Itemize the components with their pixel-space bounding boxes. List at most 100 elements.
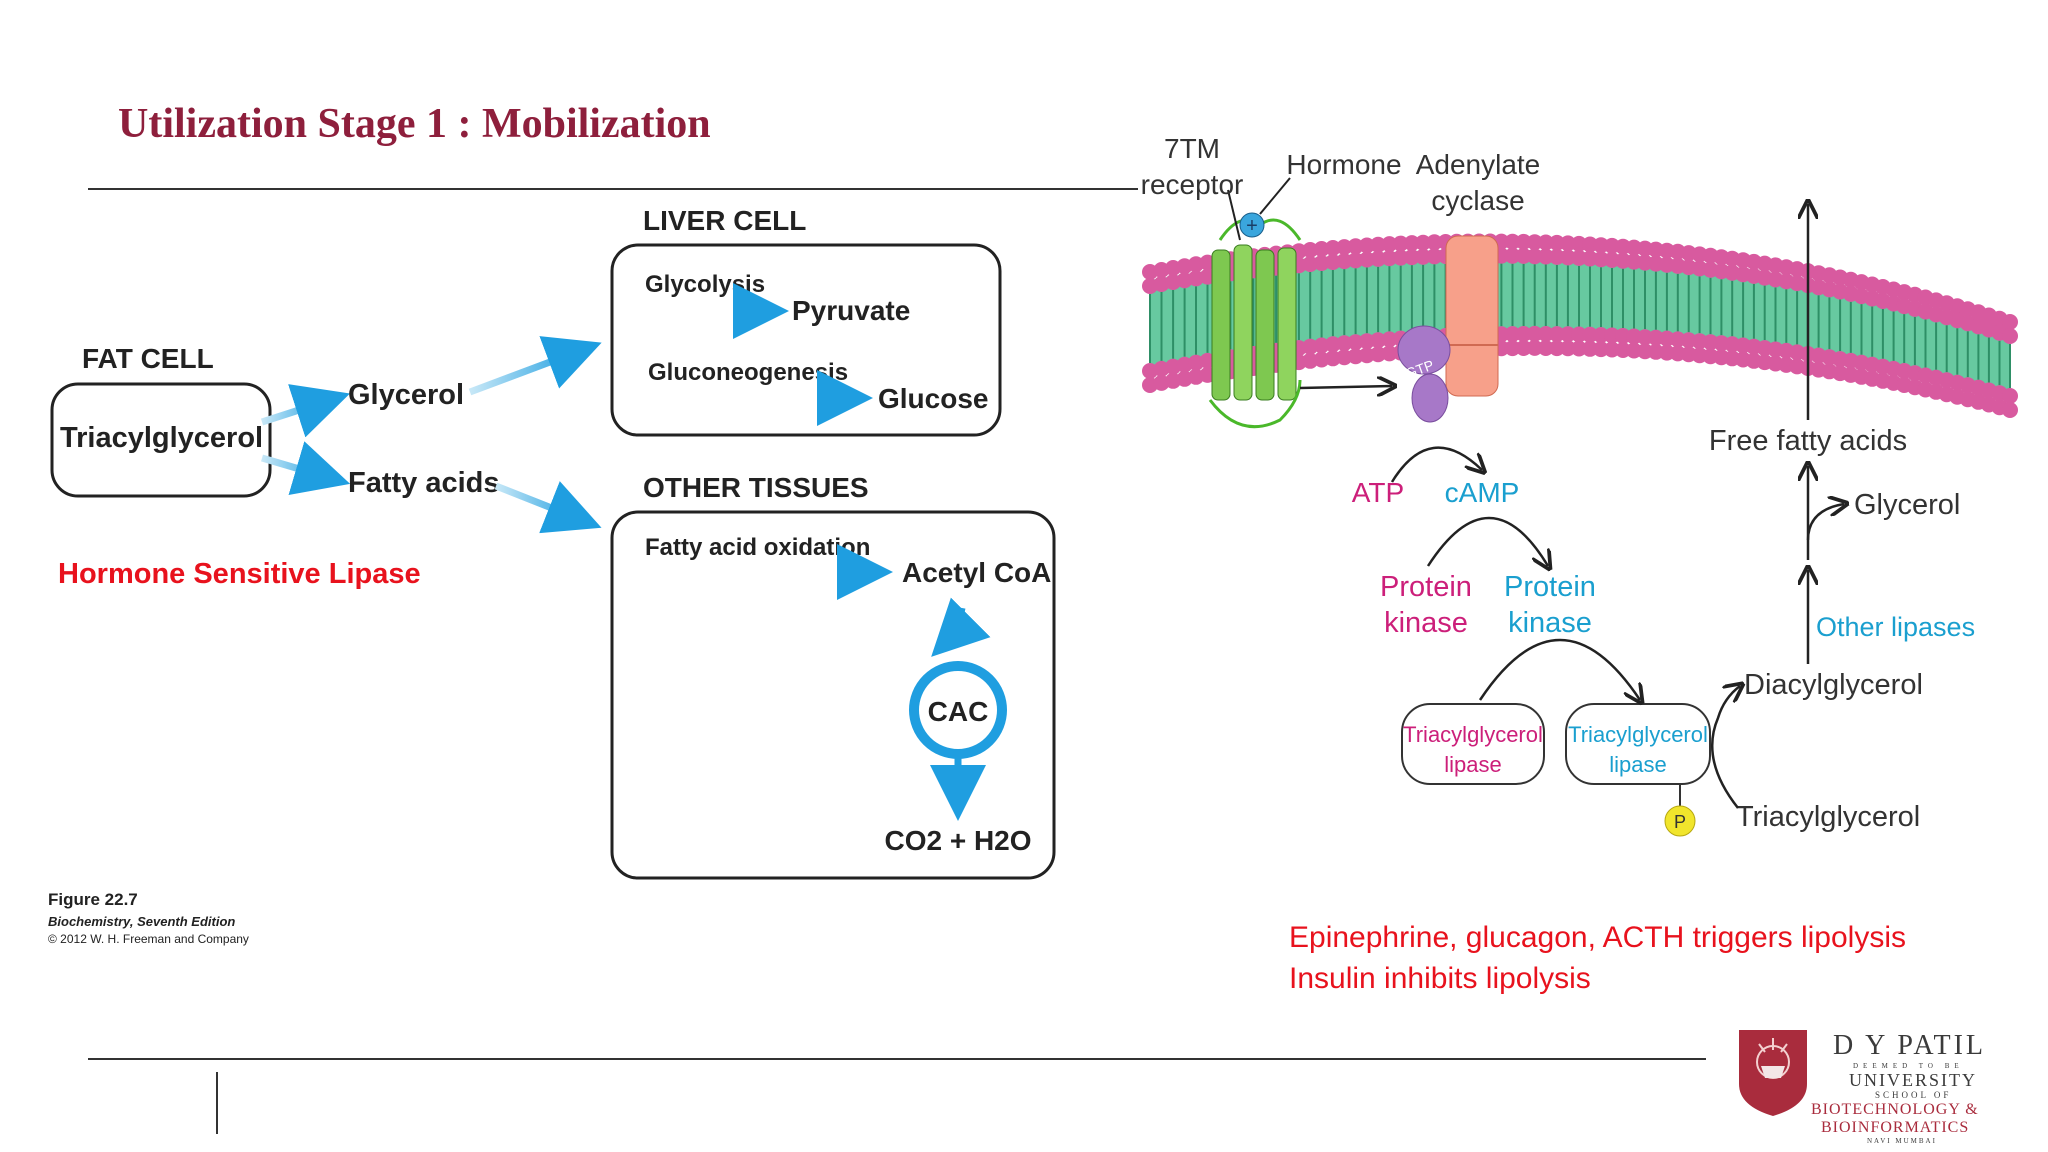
lipid-head [1515,326,1532,342]
lipid-head [1324,254,1341,270]
cyclase-label-1: Adenylate [1416,149,1541,180]
lipid-head [1403,249,1420,266]
lipase-activation-arrow [1478,638,1640,700]
hormone-leader [1259,177,1291,215]
fat-mobilization-diagram: FAT CELL Triacylglycerol Glycerol Fatty … [50,205,1056,880]
tag-to-dag-arrow [1711,686,1740,809]
lipid-head [1381,236,1398,253]
fat-cell-box [50,382,272,498]
glycerol-label: Glycerol [1854,489,1960,521]
top-divider [88,188,1138,190]
seven-tm-receptor [1208,218,1302,429]
other-tissues-heading: OTHER TISSUES [643,472,869,503]
lipid-head [2002,388,2018,404]
lipid-head [1515,233,1532,250]
lipid-head [1559,340,1576,357]
acetyl-coa-to-cac-arrow [931,597,991,657]
logo-deemed: DEEMED TO BE [1853,1062,1964,1070]
lipid-head [1426,234,1443,251]
logo-university: UNIVERSITY [1849,1070,1977,1090]
atp-label: ATP [1352,477,1404,508]
lipid-head [1548,340,1565,357]
logo-dept-2: BIOINFORMATICS [1821,1119,1970,1136]
pk-activation-arrow [1426,516,1548,566]
glycerol-branch-arrow [1806,504,1844,541]
footer-tick [216,1072,218,1134]
phosphate-icon [1664,805,1696,837]
lipid-head [1526,325,1543,342]
cyclase-label-2: cyclase [1431,185,1524,216]
figure-caption: Figure 22.7 Biochemistry, Seventh Editio… [48,890,249,946]
hormone-plus-sign: + [1246,215,1258,237]
regulation-notes: Epinephrine, glucagon, ACTH triggers lip… [1289,917,1906,999]
lipid-head [1426,248,1443,265]
logo-city: NAVI MUMBAI [1867,1137,1937,1145]
arrow-to-fatty-acids [261,441,351,495]
arrow-glycerol-to-liver [468,336,602,396]
triacylglycerol-substrate: Triacylglycerol [1736,801,1920,833]
lipid-head [1504,233,1521,250]
receptor-leader [1227,189,1241,241]
logo-dept-1: BIOTECHNOLOGY & [1811,1101,1979,1118]
arrow-fatty-acids-to-tissues [494,481,602,534]
figure-number: Figure 22.7 [48,890,138,909]
lipid-head [1370,236,1387,253]
lipid-head [1526,339,1543,356]
g-protein-bottom [1411,373,1449,423]
lipolysis-signaling-diagram: + GTP 7TM receptor Hormone Adenylate cyc… [1141,133,2018,837]
atp-camp-arrow [1390,446,1482,483]
camp-label: cAMP [1445,477,1520,508]
diacylglycerol-label: Diacylglycerol [1744,669,1923,701]
lipid-head [1559,326,1576,343]
lipid-head [1504,326,1521,343]
lipid-head [1403,235,1420,252]
trigger-note: Epinephrine, glucagon, ACTH triggers lip… [1289,921,1906,954]
pk-inactive-2: kinase [1384,607,1468,639]
university-crest-icon [1739,1030,1807,1116]
lipid-head [1381,250,1398,267]
logo-school-of: SCHOOL OF [1875,1090,1952,1100]
lipase-inactive-1: Triacylglycerol [1403,722,1543,747]
lipid-head [1415,234,1432,251]
lipid-head [1537,326,1554,342]
hormone-label: Hormone [1286,149,1401,180]
liver-cell-heading: LIVER CELL [643,205,806,236]
lipid-head [1515,247,1532,264]
lipid-head [1515,340,1532,356]
free-fatty-acids-label: Free fatty acids [1709,425,1907,457]
logo-name: D Y PATIL [1833,1030,1987,1061]
phosphate-label: P [1674,812,1686,832]
arrow-to-glycerol [260,384,350,438]
lipid-head [1504,247,1521,264]
liver-cell-box [610,243,1002,437]
inhibitor-note: Insulin inhibits lipolysis [1289,962,1591,995]
pyruvate-label: Pyruvate [792,295,910,326]
hormone-sensitive-lipase-note: Hormone Sensitive Lipase [58,558,421,590]
glucose-label: Glucose [878,383,988,414]
lipid-head [1548,326,1565,343]
pk-active-2: kinase [1508,607,1592,639]
g-protein-top [1397,325,1451,375]
glycolysis-label: Glycolysis [645,271,765,298]
lipid-head [2002,328,2018,344]
acetyl-coa-label: Acetyl CoA [902,557,1051,588]
lipid-head [1392,235,1409,252]
lipase-active-2: lipase [1609,752,1666,777]
receptor-label-2: receptor [1141,169,1244,200]
lipid-head [2002,402,2018,418]
gluconeogenesis-label: Gluconeogenesis [648,359,848,386]
lipid-head [1537,340,1554,356]
receptor-to-gprotein-arrow [1299,386,1392,388]
pk-active-1: Protein [1504,571,1596,603]
receptor-label-1: 7TM [1164,133,1220,164]
product-glycerol: Glycerol [348,379,464,411]
lipid-head [1370,250,1387,267]
lipid-head [1504,340,1521,357]
lipid-head [2002,314,2018,330]
hormone-plus-icon [1239,212,1265,238]
lipid-head [1526,234,1543,251]
slide-title: Utilization Stage 1 : Mobilization [118,101,711,147]
bottom-divider [88,1058,1706,1060]
other-lipases-label: Other lipases [1816,612,1975,642]
lipase-active-1: Triacylglycerol [1568,722,1708,747]
